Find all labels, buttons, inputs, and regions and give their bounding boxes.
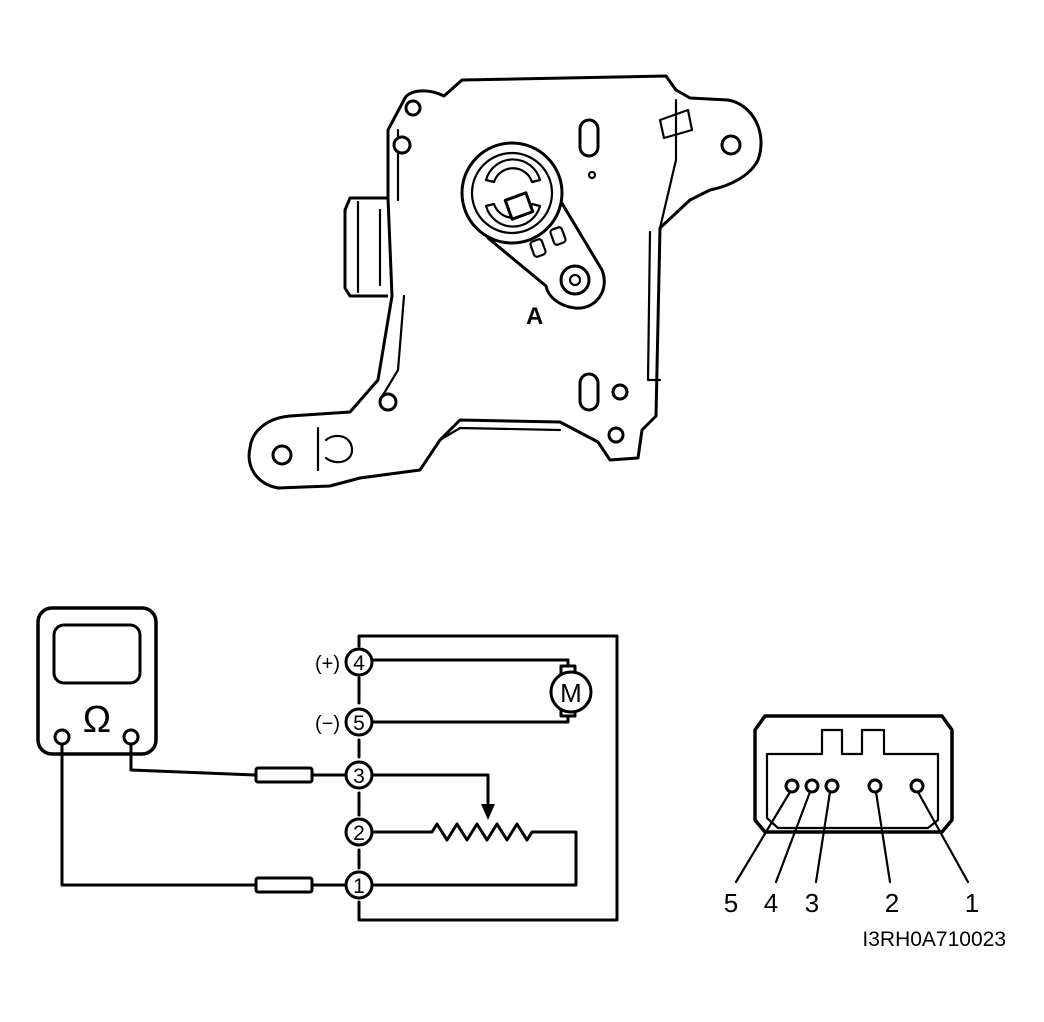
potentiometer-resistor (370, 822, 578, 887)
part-label-a: A (526, 303, 543, 330)
connector-pin-1 (909, 778, 925, 794)
actuator-housing (247, 74, 763, 490)
terminal-3-number: 3 (353, 765, 365, 788)
probe-left (254, 876, 314, 894)
mount-hole-top-inner (404, 99, 422, 117)
connector-pin-4 (804, 778, 820, 794)
terminal-4-number: 4 (353, 652, 365, 675)
connector-pin-5 (784, 778, 800, 794)
slot-bottom (578, 372, 600, 412)
polarity-minus: (−) (315, 713, 340, 735)
terminal-4 (344, 647, 374, 677)
mount-hole-bottom-tab (607, 426, 625, 444)
test-lead-right (129, 742, 258, 777)
motor-symbol-circle (549, 670, 593, 714)
probe-jack-right (122, 728, 140, 746)
figure-code: I3RH0A710023 (862, 928, 1006, 951)
slot-top (578, 118, 600, 158)
actuator-box (357, 634, 619, 922)
connector-inner-outline (765, 728, 940, 830)
probe-jack-left (53, 728, 71, 746)
pin-label-2: 2 (885, 888, 899, 918)
terminal-2-number: 2 (353, 822, 365, 845)
pin-label-3: 3 (805, 888, 819, 918)
terminal-5-number: 5 (353, 712, 365, 735)
mount-hole-right-ear (720, 134, 742, 156)
polarity-plus: (+) (315, 653, 340, 675)
mount-hole-bottom-ear (271, 444, 293, 466)
test-lead-left (60, 742, 258, 887)
actuator-rotor (460, 141, 564, 245)
connector-pin-2 (867, 778, 883, 794)
pin-label-5: 5 (724, 888, 738, 918)
connector-pin-3 (824, 778, 840, 794)
actuator-side-tab (343, 196, 388, 298)
mount-hole-top-left (392, 135, 412, 155)
ohmmeter-display (52, 623, 142, 685)
probe-right (254, 766, 314, 784)
terminal-1-number: 1 (353, 875, 365, 898)
actuator-illustration: A (247, 74, 763, 490)
ohmmeter: Ω (36, 606, 158, 756)
pin-label-1: 1 (965, 888, 979, 918)
wiper-wire (370, 773, 490, 814)
connector-face: 5 4 3 2 1 (724, 714, 979, 918)
motor-symbol: M (560, 678, 582, 708)
mount-hole-bottom-left (378, 392, 398, 412)
ohm-symbol: Ω (83, 699, 111, 741)
mount-hole-bottom-right (611, 383, 629, 401)
connector-housing (753, 714, 954, 834)
circuit-diagram: Ω 4 5 3 2 1 (+) (−) M (36, 606, 619, 922)
pin-label-4: 4 (764, 888, 778, 918)
